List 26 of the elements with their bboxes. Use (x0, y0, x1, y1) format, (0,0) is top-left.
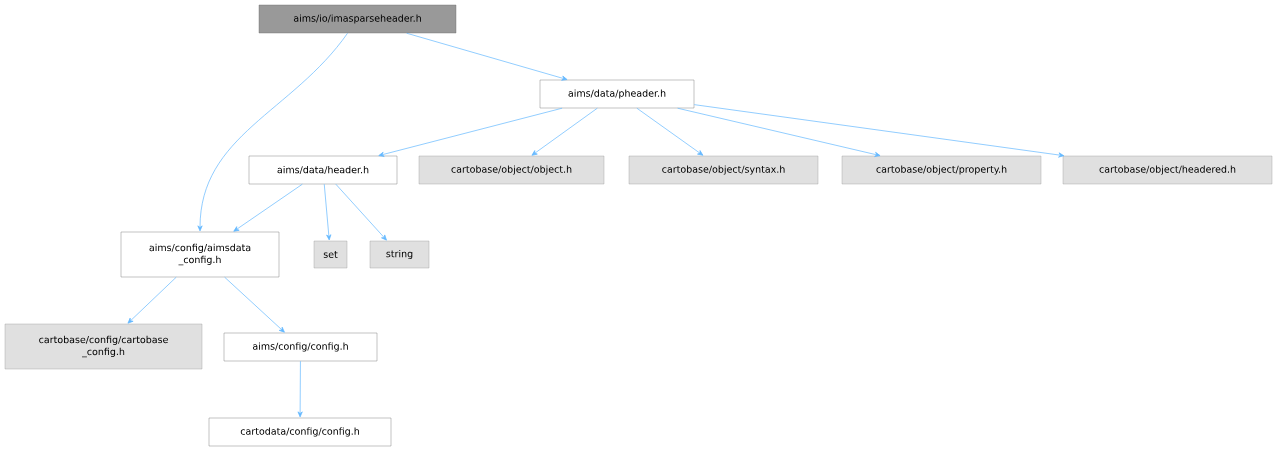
arrow (677, 107, 881, 157)
file-box: aims/config/aimsdata _config.h (120, 231, 280, 278)
arrow (323, 183, 332, 241)
file-box: aims/data/pheader.h (539, 79, 695, 109)
arrow (531, 107, 598, 156)
file-box: cartobase/config/cartobase _config.h (4, 323, 203, 370)
file-box: cartobase/object/property.h (841, 155, 1042, 185)
arrow (335, 183, 387, 241)
arrow (197, 32, 348, 232)
arrow (406, 32, 568, 81)
arrow (636, 107, 704, 156)
file-box: aims/config/config.h (223, 332, 378, 362)
file-box: aims/data/header.h (248, 155, 398, 185)
file-box: set (313, 240, 348, 269)
arrow (297, 360, 303, 418)
arrow (224, 276, 285, 333)
arrow (233, 183, 303, 232)
arrow (693, 104, 1065, 158)
file-box: cartobase/object/syntax.h (628, 155, 819, 185)
file-box: cartobase/object/object.h (418, 155, 605, 185)
arrow (378, 107, 563, 157)
arrow (127, 276, 177, 324)
file-box: aims/io/imasparseheader.h (258, 4, 457, 34)
file-box: string (369, 240, 430, 269)
file-box: cartodata/config/config.h (208, 417, 392, 447)
file-box: cartobase/object/headered.h (1062, 155, 1273, 185)
